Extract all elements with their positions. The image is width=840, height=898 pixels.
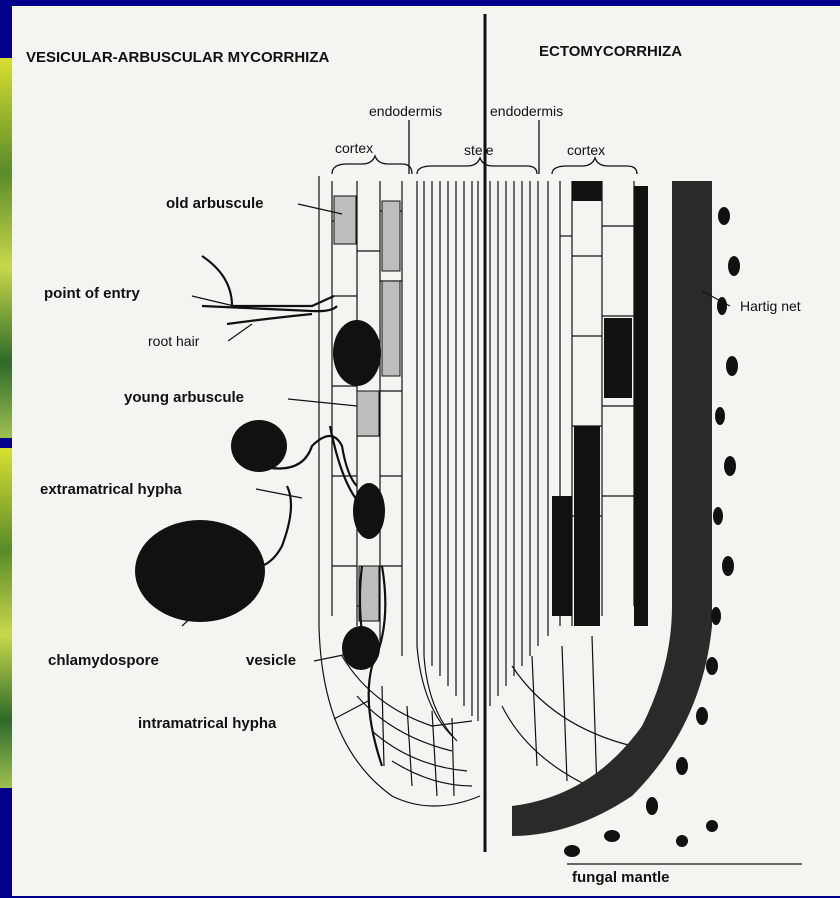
label-cortex-left: cortex bbox=[335, 140, 373, 156]
label-point-of-entry: point of entry bbox=[44, 285, 140, 302]
arbuscules bbox=[334, 196, 400, 621]
label-chlamydospore: chlamydospore bbox=[48, 652, 159, 669]
label-cortex-right: cortex bbox=[567, 142, 605, 158]
label-young-arbuscule: young arbuscule bbox=[124, 389, 244, 406]
vesicle-middle bbox=[353, 483, 385, 539]
label-hartig-net: Hartig net bbox=[740, 298, 801, 314]
diagram-paper: VESICULAR-ARBUSCULAR MYCORRHIZA ECTOMYCO… bbox=[12, 6, 840, 896]
label-stele: stele bbox=[464, 142, 494, 158]
label-endodermis-left: endodermis bbox=[369, 103, 442, 119]
small-spore bbox=[231, 420, 287, 472]
label-old-arbuscule: old arbuscule bbox=[166, 195, 264, 212]
label-root-hair: root hair bbox=[148, 333, 200, 349]
chlamydospore-body bbox=[135, 520, 265, 622]
label-intramatrical-hypha: intramatrical hypha bbox=[138, 715, 277, 732]
mycorrhiza-diagram: VESICULAR-ARBUSCULAR MYCORRHIZA ECTOMYCO… bbox=[12, 6, 840, 896]
heading-vam: VESICULAR-ARBUSCULAR MYCORRHIZA bbox=[26, 49, 329, 66]
label-extramatrical-hypha: extramatrical hypha bbox=[40, 481, 182, 498]
fungal-mantle bbox=[512, 181, 740, 857]
ecto-root bbox=[490, 181, 634, 796]
heading-ecto: ECTOMYCORRHIZA bbox=[539, 43, 682, 60]
label-vesicle: vesicle bbox=[246, 652, 296, 669]
label-fungal-mantle: fungal mantle bbox=[572, 869, 670, 886]
vesicle-upper bbox=[333, 320, 381, 386]
label-endodermis-right: endodermis bbox=[490, 103, 563, 119]
vesicle-lower bbox=[342, 626, 380, 670]
